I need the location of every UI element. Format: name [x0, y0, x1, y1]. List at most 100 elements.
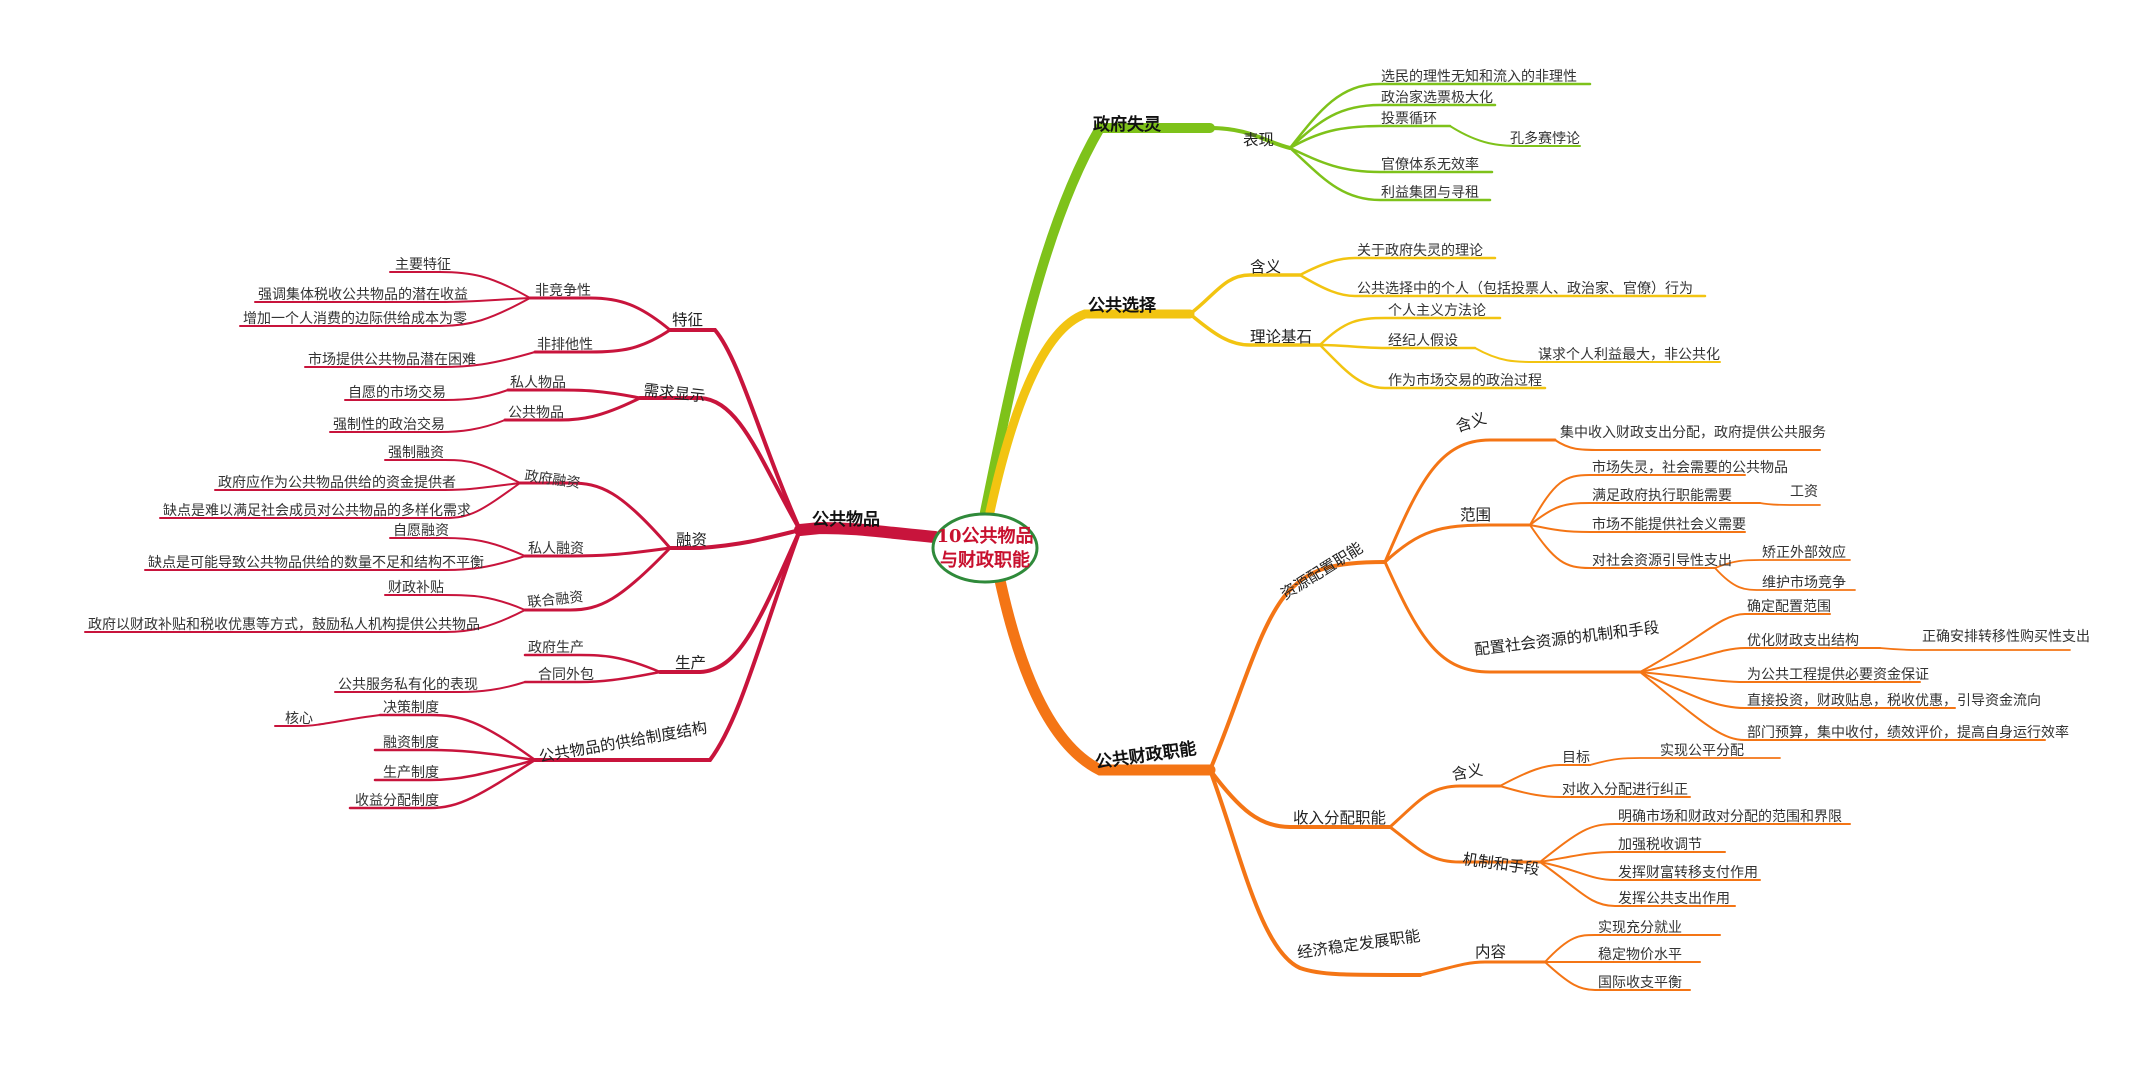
leaf-income-goal: 实现公平分配 [1660, 743, 1744, 759]
leaf-resource-meaning: 集中收入财政支出分配，政府提供公共服务 [1560, 424, 1826, 441]
leaf-supply-3: 融资制度 [383, 735, 439, 751]
center-title-line1: 10公共物品 [936, 525, 1033, 547]
node-choice-meaning: 含义 [1250, 258, 1281, 276]
node-fiscal-resource: 资源配置职能 [1278, 539, 1366, 604]
node-choice-basis: 理论基石 [1250, 328, 1312, 346]
leaf-scope-3: 工资 [1790, 484, 1818, 500]
node-nonexcl: 非排他性 [537, 337, 593, 353]
leaf-finance-joint-2: 政府以财政补贴和税收优惠等方式，鼓励私人机构提供公共物品 [88, 616, 480, 633]
leaf-gov-item-4: 孔多赛悖论 [1510, 130, 1580, 147]
leaf-gov-item-3: 投票循环 [1381, 111, 1437, 127]
leaf-choice-basis-1: 个人主义方法论 [1388, 303, 1486, 319]
leaf-scope-1: 市场失灵，社会需要的公共物品 [1592, 459, 1788, 476]
node-income-mech: 机制和手段 [1461, 850, 1540, 879]
leaf-finance-gov-3: 缺点是难以满足社会成员对公共物品的多样化需求 [163, 502, 471, 519]
node-income-meaning: 含义 [1451, 761, 1485, 784]
branch-government-failure [980, 82, 1592, 517]
leaf-mech-1: 确定配置范围 [1747, 598, 1831, 615]
node-income-goal: 目标 [1562, 750, 1590, 766]
node-fiscal-income: 收入分配职能 [1293, 809, 1386, 827]
leaf-stability-1: 实现充分就业 [1598, 920, 1682, 936]
leaf-gov-item-1: 选民的理性无知和流入的非理性 [1381, 68, 1577, 85]
leaf-production-1: 政府生产 [528, 640, 584, 656]
node-fiscal-stability: 经济稳定发展职能 [1296, 927, 1421, 962]
leaf-nonrival-1: 主要特征 [395, 257, 451, 273]
leaf-choice-meaning-2: 公共选择中的个人（包括投票人、政治家、官僚）行为 [1357, 280, 1693, 297]
leaf-finance-gov-2: 政府应作为公共物品供给的资金提供者 [218, 474, 456, 491]
labels-public-goods: 公共物品 特征 非竞争性 主要特征 强调集体税收公共物品的潜在收益 增加一个人消… [88, 257, 880, 809]
leaf-mech-6: 部门预算，集中收付，绩效评价，提高自身运行效率 [1747, 724, 2069, 741]
center-title-line2: 与财政职能 [940, 549, 1030, 571]
leaf-income-mech-1: 明确市场和财政对分配的范围和界限 [1618, 808, 1842, 825]
node-public-choice: 公共选择 [1088, 295, 1157, 316]
branch-public-choice [985, 256, 1721, 517]
edge-center-fiscal [986, 534, 1216, 776]
leaf-scope-4: 市场不能提供社会义需要 [1592, 516, 1746, 533]
node-resource-mech: 配置社会资源的机制和手段 [1473, 618, 1660, 659]
leaf-choice-basis-2: 经纪人假设 [1388, 333, 1458, 349]
leaf-income-correct: 对收入分配进行纠正 [1562, 782, 1688, 798]
leaf-gov-item-5: 官僚体系无效率 [1381, 156, 1479, 173]
leaf-finance-priv-1: 自愿融资 [393, 523, 449, 539]
edge-center-public-goods [794, 521, 941, 543]
center-node-ellipse [931, 512, 1039, 584]
leaf-supply-5: 收益分配制度 [355, 793, 439, 809]
leaf-income-mech-2: 加强税收调节 [1618, 837, 1702, 853]
leaf-finance-gov-1: 强制融资 [388, 445, 444, 461]
leaf-income-mech-4: 发挥公共支出作用 [1618, 891, 1730, 907]
leaf-production-3: 公共服务私有化的表现 [338, 677, 478, 693]
leaf-choice-meaning-1: 关于政府失灵的理论 [1357, 243, 1483, 259]
leaf-supply-4: 生产制度 [383, 765, 439, 781]
leaf-choice-basis-4: 作为市场交易的政治过程 [1388, 372, 1542, 389]
edge-choice-meaning [1188, 273, 1302, 316]
leaf-supply-2: 核心 [285, 711, 313, 727]
leaf-choice-basis-3: 谋求个人利益最大，非公共化 [1538, 347, 1720, 363]
edge-fiscal-income [1208, 768, 1392, 829]
node-resource-scope: 范围 [1460, 506, 1491, 524]
node-finance-joint: 联合融资 [527, 589, 584, 611]
edge-choice-basis [1188, 312, 1322, 347]
node-finance-gov: 政府融资 [523, 468, 581, 492]
leaf-finance-joint-1: 财政补贴 [388, 580, 444, 596]
labels-public-choice: 公共选择 含义 关于政府失灵的理论 公共选择中的个人（包括投票人、政治家、官僚）… [1088, 243, 1720, 389]
leaf-mech-3: 正确安排转移性购买性支出 [1922, 629, 2090, 645]
leaf-scope-2: 满足政府执行职能需要 [1592, 488, 1732, 504]
node-demand-private: 私人物品 [510, 375, 566, 391]
branch-public-goods [84, 271, 941, 810]
center-node[interactable]: 10公共物品 与财政职能 [931, 512, 1039, 584]
node-features: 特征 [672, 311, 703, 329]
leaf-scope-6: 矫正外部效应 [1762, 544, 1846, 561]
labels-government-failure: 政府失灵 表现 选民的理性无知和流入的非理性 政治家选票极大化 投票循环 孔多赛… [1093, 68, 1580, 201]
branch-fiscal-functions [986, 438, 2071, 991]
node-nonrival: 非竞争性 [535, 282, 591, 299]
leaf-demand-private: 自愿的市场交易 [348, 384, 446, 401]
leaf-gov-item-2: 政治家选票极大化 [1381, 89, 1493, 106]
leaf-stability-2: 稳定物价水平 [1598, 947, 1682, 963]
leaf-scope-7: 维护市场竞争 [1762, 574, 1846, 591]
leaf-nonrival-2: 强调集体税收公共物品的潜在收益 [258, 286, 468, 303]
edge-center-gov-failure [980, 123, 1215, 517]
node-gov-manifest: 表现 [1243, 131, 1274, 149]
leaf-scope-5: 对社会资源引导性支出 [1592, 553, 1732, 569]
leaf-finance-priv-2: 缺点是可能导致公共物品供给的数量不足和结构不平衡 [148, 555, 484, 571]
leaf-mech-4: 为公共工程提供必要资金保证 [1747, 667, 1929, 683]
leaf-mech-2: 优化财政支出结构 [1747, 633, 1859, 649]
leaf-mech-5: 直接投资，财政贴息，税收优惠，引导资金流向 [1747, 692, 2041, 709]
node-finance-priv: 私人融资 [528, 541, 584, 557]
edge-gov-failure-manifest [1098, 126, 1292, 150]
node-demand: 需求显示 [643, 381, 707, 405]
leaf-income-mech-3: 发挥财富转移支付作用 [1618, 864, 1758, 881]
node-stability-content: 内容 [1475, 943, 1506, 961]
edge-center-public-choice [985, 309, 1195, 517]
node-finance: 融资 [676, 531, 707, 549]
leaf-production-2: 合同外包 [538, 667, 594, 683]
labels-fiscal-functions: 公共财政职能 资源配置职能 含义 集中收入财政支出分配，政府提供公共服务 范围 … [1094, 409, 2090, 991]
node-public-goods: 公共物品 [812, 509, 880, 530]
leaf-supply-1: 决策制度 [383, 699, 439, 716]
node-demand-public: 公共物品 [508, 405, 564, 421]
node-production: 生产 [675, 654, 706, 672]
node-gov-failure: 政府失灵 [1093, 114, 1162, 135]
leaf-stability-3: 国际收支平衡 [1598, 975, 1682, 991]
edge-fiscal-stability [1208, 768, 1422, 977]
